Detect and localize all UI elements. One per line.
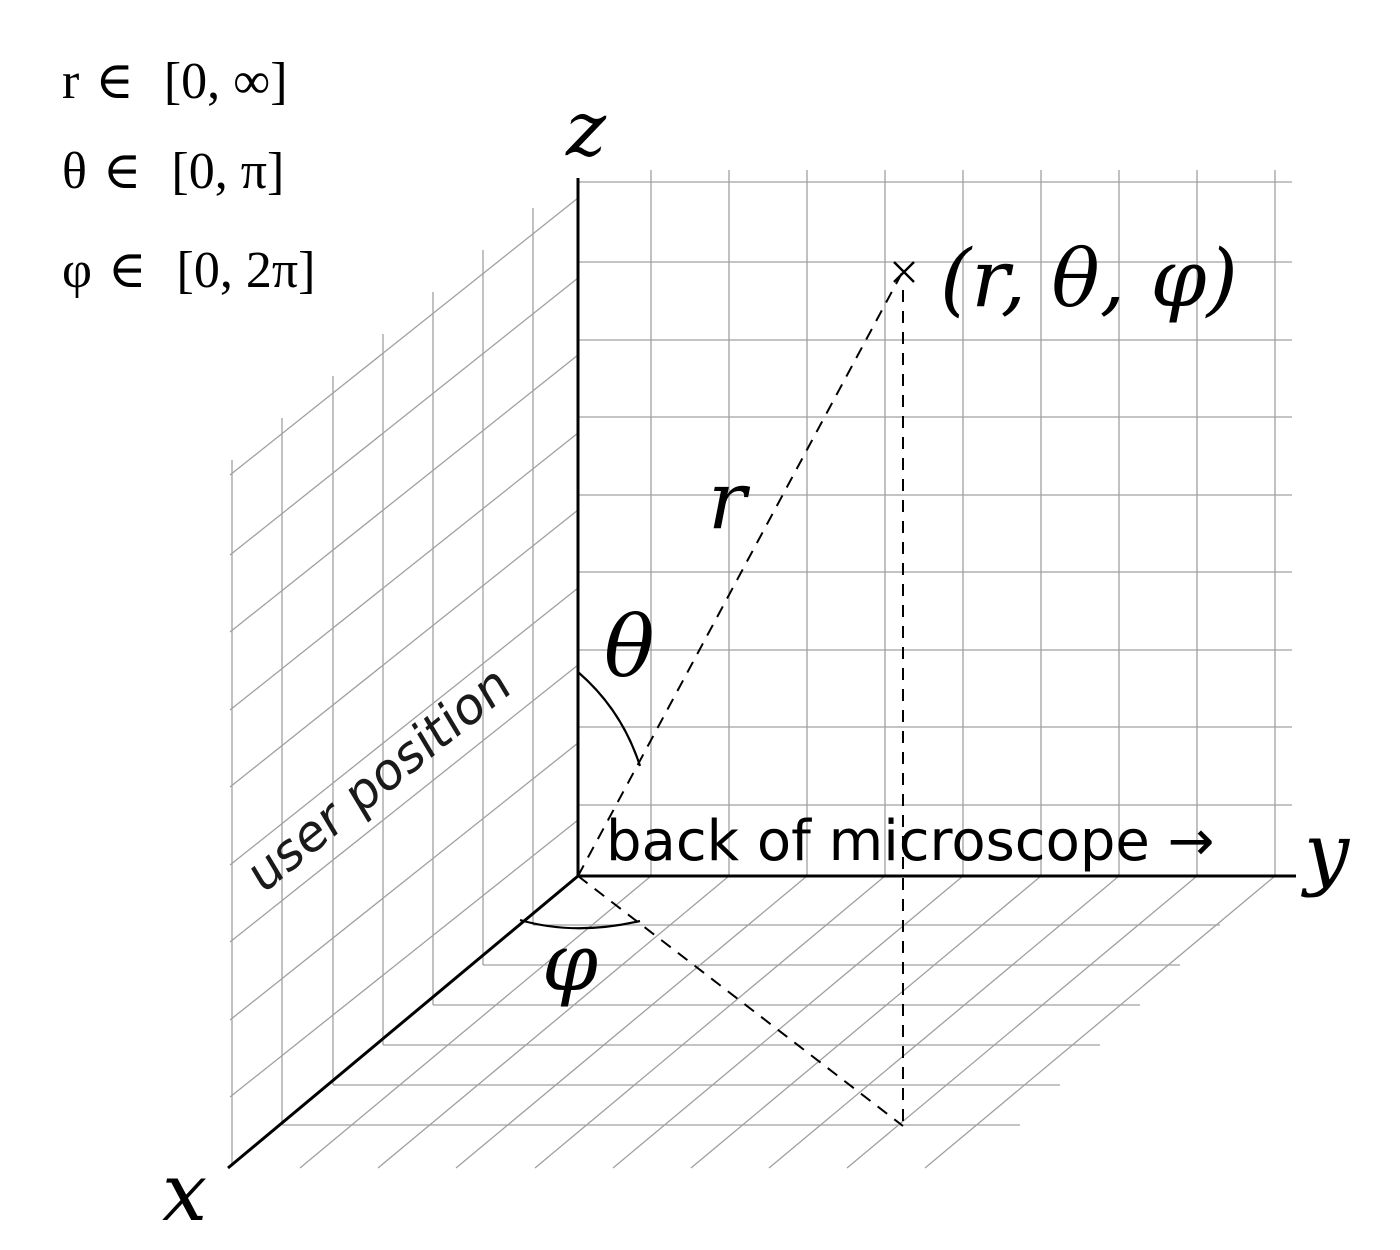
floor-projection-line bbox=[577, 875, 904, 1127]
range-r: r∈[0, ∞] bbox=[62, 53, 288, 110]
user-position-label: user position bbox=[238, 651, 519, 905]
back-of-microscope-label: back of microscope → bbox=[606, 809, 1215, 874]
side-wall-grid bbox=[229, 197, 579, 1165]
theta-label: θ bbox=[604, 598, 655, 696]
x-axis bbox=[227, 874, 579, 1170]
radius-line bbox=[577, 270, 904, 877]
phi-label: φ bbox=[542, 916, 598, 1009]
point-label: (r, θ, φ) bbox=[940, 232, 1238, 325]
back-wall-grid bbox=[578, 170, 1292, 876]
theta-arc bbox=[577, 671, 642, 767]
phi-arc bbox=[519, 918, 641, 930]
range-phi: φ∈[0, 2π] bbox=[62, 242, 315, 299]
point-marker-icon bbox=[893, 261, 915, 283]
radius-label: r bbox=[708, 454, 751, 547]
range-theta: θ∈[0, π] bbox=[62, 143, 284, 200]
floor-grid bbox=[282, 875, 1276, 1169]
x-axis-label: x bbox=[162, 1146, 207, 1239]
y-axis-label: y bbox=[1301, 806, 1351, 899]
z-axis-label: z bbox=[565, 84, 607, 173]
